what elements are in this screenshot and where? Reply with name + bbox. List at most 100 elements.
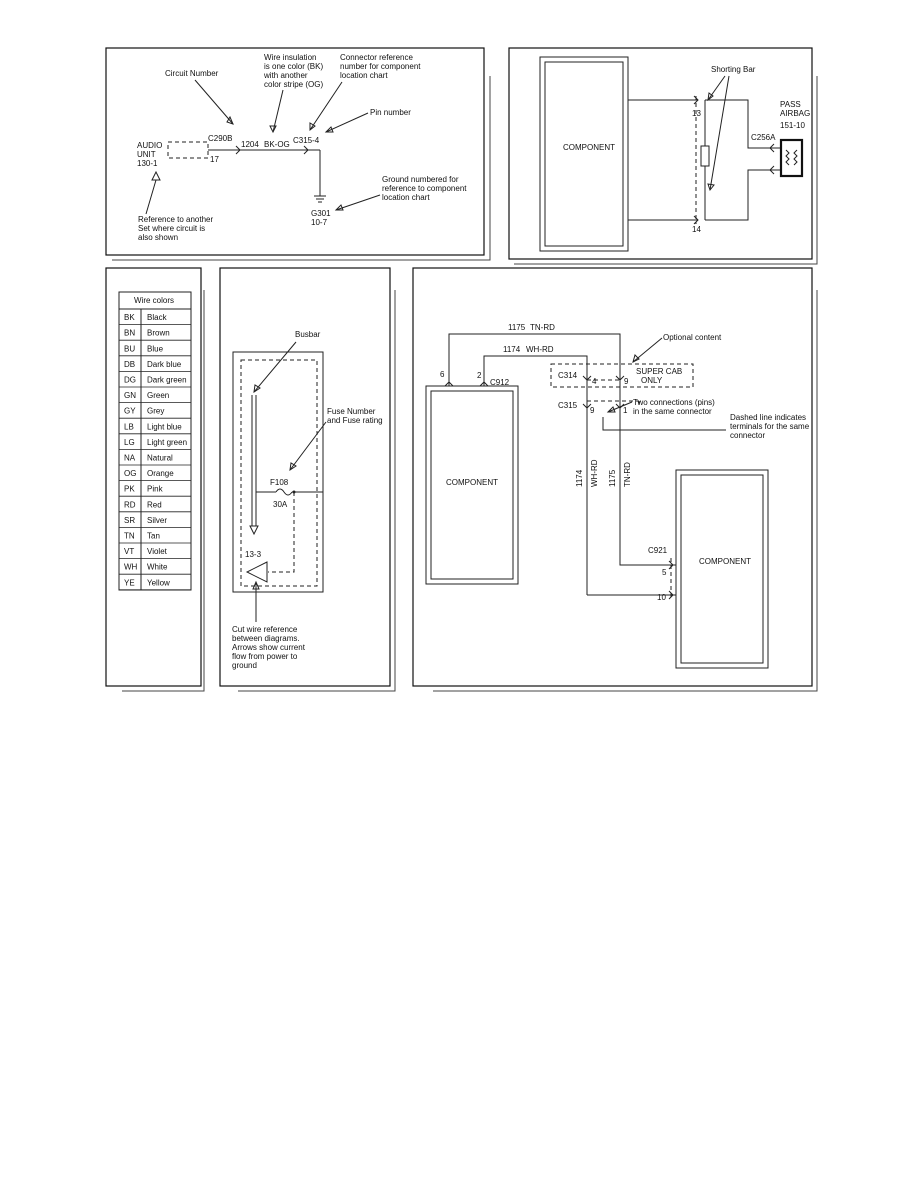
pin-17: 17	[210, 155, 219, 164]
c314-pin-4: 4	[592, 377, 597, 386]
component-right-label: COMPONENT	[699, 557, 751, 566]
component-left-box	[425, 385, 519, 585]
wire-color-name: Grey	[147, 407, 164, 416]
shorting-resistor	[700, 145, 710, 167]
dashed-line-label: Dashed line indicates terminals for the …	[730, 413, 811, 440]
audio-unit-label: AUDIO UNIT 130-1	[137, 141, 165, 168]
airbag-label: PASS AIRBAG 151-10	[780, 100, 812, 130]
wire-color-name: Tan	[147, 532, 160, 541]
wire-color-name: Light green	[147, 438, 187, 447]
wire-color-name: Natural	[147, 454, 173, 463]
circuit-1204: 1204	[241, 140, 259, 149]
wire-tn-rd: TN-RD	[530, 323, 555, 332]
wire-color-name: Yellow	[147, 578, 170, 587]
ground-symbol	[314, 195, 326, 203]
wire-color-name: Blue	[147, 344, 164, 353]
wire-color-code: BK	[124, 313, 135, 322]
wire-color-code: BU	[124, 344, 135, 353]
fuse-rating: 30A	[273, 500, 288, 509]
ground-label: Ground numbered for reference to compone…	[382, 175, 469, 202]
component-box	[539, 56, 629, 252]
panel-shorting-bar: COMPONENT 13 14 Shorting Bar C256A PASS …	[508, 47, 818, 265]
circuit-number-label: Circuit Number	[165, 69, 219, 78]
wire-colors-title: Wire colors	[134, 296, 174, 305]
wire-color-name: Dark blue	[147, 360, 182, 369]
vertical-wh-rd: WH-RD	[590, 459, 599, 487]
busbar-label: Busbar	[295, 330, 321, 339]
wire-color-name: Silver	[147, 516, 167, 525]
ground-id: G301 10-7	[311, 209, 333, 227]
cut-wire-arrow-icon	[245, 561, 268, 583]
wire-color-name: Red	[147, 500, 162, 509]
component-left-label: COMPONENT	[446, 478, 498, 487]
connector-c912: C912	[490, 378, 510, 387]
panel-circuit-annotation: Circuit Number Wire insulation is one co…	[105, 47, 491, 261]
wire-color-code: YE	[124, 578, 135, 587]
optional-content-label: Optional content	[663, 333, 722, 342]
wire-color-name: Dark green	[147, 376, 187, 385]
insulation-label: Wire insulation is one color (BK) with a…	[263, 53, 325, 89]
cut-wire-label: Cut wire reference between diagrams. Arr…	[232, 625, 307, 670]
two-connections-label: Two connections (pins) in the same conne…	[633, 398, 717, 416]
wire-color-code: RD	[124, 500, 136, 509]
pin-6: 6	[440, 370, 445, 379]
airbag-box	[779, 138, 804, 178]
connector-reference-label: Connector reference number for component…	[340, 53, 423, 80]
c315-pin-1: 1	[623, 406, 628, 415]
connector-c921: C921	[648, 546, 668, 555]
component-right-box	[675, 469, 769, 669]
wire-color-code: SR	[124, 516, 135, 525]
panel-optional-content: COMPONENT COMPONENT 1175 TN-RD 1174 WH-R…	[412, 267, 818, 692]
cut-wire-ref: 13-3	[245, 550, 262, 559]
component-label: COMPONENT	[563, 143, 615, 152]
fuse-number: F108	[270, 478, 289, 487]
wire-color-code: NA	[124, 454, 136, 463]
connector-c315: C315	[558, 401, 578, 410]
busbar	[251, 395, 257, 526]
wire-color-bk-og: BK-OG	[264, 140, 290, 149]
fuse-symbol	[275, 488, 293, 496]
wire-color-name: Violet	[147, 547, 168, 556]
connector-c290b: C290B	[208, 134, 232, 143]
pin-2: 2	[477, 371, 482, 380]
wire-color-name: Pink	[147, 485, 164, 494]
wire-color-code: GY	[124, 407, 136, 416]
super-cab-label: SUPER CAB ONLY	[636, 367, 684, 385]
wire-color-name: White	[147, 563, 168, 572]
wire-color-name: Green	[147, 391, 169, 400]
connector-c314: C314	[558, 371, 578, 380]
shorting-bar-label: Shorting Bar	[711, 65, 756, 74]
fuse-label: Fuse Number and Fuse rating	[327, 407, 383, 425]
wire-color-code: OG	[124, 469, 136, 478]
wire-1175: 1175	[508, 323, 526, 332]
wire-color-name: Light blue	[147, 422, 182, 431]
vertical-tn-rd: TN-RD	[623, 462, 632, 487]
super-cab-box	[550, 363, 694, 388]
wire-color-code: DG	[124, 376, 136, 385]
pin-14: 14	[692, 225, 701, 234]
connector-c315-4: C315-4	[293, 136, 320, 145]
wire-color-code: VT	[124, 547, 134, 556]
wire-1174: 1174	[503, 345, 521, 354]
panel-busbar-fuse: Busbar F108 30A Fuse Number and Fuse rat…	[219, 267, 396, 692]
wire-color-name: Brown	[147, 329, 170, 338]
pin-number-label: Pin number	[370, 108, 411, 117]
wire-color-code: GN	[124, 391, 136, 400]
connector-c256a: C256A	[751, 133, 776, 142]
wire-color-code: DB	[124, 360, 135, 369]
pin-10: 10	[657, 593, 666, 602]
wire-color-code: BN	[124, 329, 135, 338]
vertical-1175: 1175	[608, 469, 617, 487]
wire-color-name: Black	[147, 313, 168, 322]
wire-color-code: LB	[124, 422, 134, 431]
wire-color-code: LG	[124, 438, 135, 447]
wire-color-code: TN	[124, 532, 135, 541]
wire-color-code: PK	[124, 485, 135, 494]
pin-13: 13	[692, 109, 701, 118]
wire-color-code: WH	[124, 563, 138, 572]
wire-wh-rd: WH-RD	[526, 345, 554, 354]
wire-color-name: Orange	[147, 469, 174, 478]
